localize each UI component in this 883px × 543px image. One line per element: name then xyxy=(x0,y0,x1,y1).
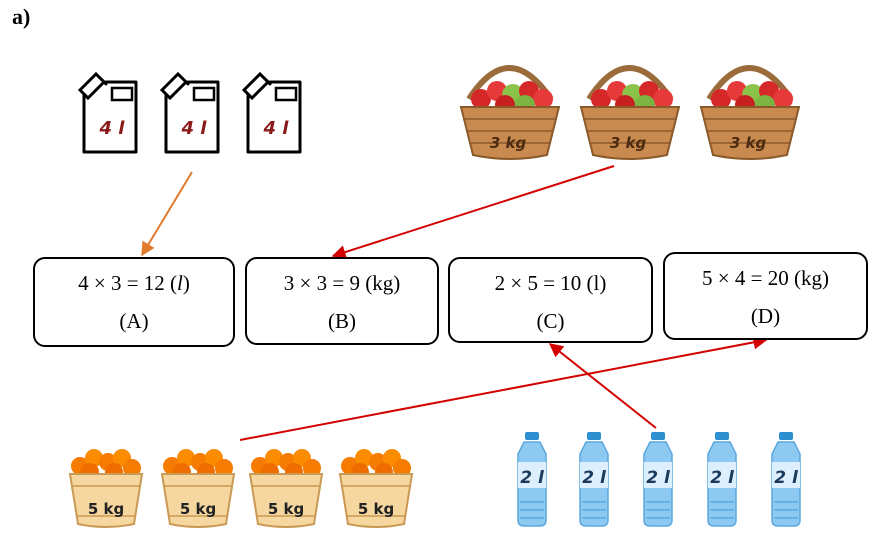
box-d-tag: (D) xyxy=(750,304,781,328)
arrow-jugs-to-a xyxy=(141,171,193,257)
box-c-expression: 2 × 5 = 10 (l) xyxy=(494,271,607,295)
jug-label: 4 l xyxy=(263,118,290,139)
bottle-label: 2 l xyxy=(646,468,671,488)
orange-basket-group: 5 kg 5 kg 5 kg 5 kg xyxy=(69,448,413,528)
box-b-tag: (B) xyxy=(328,309,356,333)
bottle-label: 2 l xyxy=(774,468,799,488)
arrow-oranges-to-d xyxy=(239,335,768,441)
arrow-bottles-to-c xyxy=(548,343,657,429)
box-a-expr-unit: l xyxy=(177,271,183,295)
jug-label: 4 l xyxy=(99,118,126,139)
box-d: 5 × 4 = 20 (kg) (D) xyxy=(663,252,868,340)
apple-basket-label: 3 kg xyxy=(730,134,767,152)
apple-basket-group: 3 kg 3 kg 3 kg xyxy=(461,68,799,159)
bottle-label: 2 l xyxy=(710,468,735,488)
jug-label: 4 l xyxy=(181,118,208,139)
apple-basket-label: 3 kg xyxy=(490,134,527,152)
orange-basket-label: 5 kg xyxy=(180,500,216,518)
orange-basket-label: 5 kg xyxy=(88,500,124,518)
jug-icon xyxy=(160,72,220,154)
box-a-tag: (A) xyxy=(119,309,149,333)
box-a-expression: 4 × 3 = 12 (l) xyxy=(35,271,233,296)
part-label: a) xyxy=(12,4,31,29)
box-a-expr-main: 4 × 3 = 12 ( xyxy=(78,271,178,295)
orange-basket-label: 5 kg xyxy=(268,500,304,518)
bottle-label: 2 l xyxy=(520,468,545,488)
jug-icon xyxy=(78,72,138,154)
box-b-expression: 3 × 3 = 9 (kg) xyxy=(283,271,401,295)
bottle-label: 2 l xyxy=(582,468,607,488)
box-b: 3 × 3 = 9 (kg) (B) xyxy=(245,257,439,345)
box-a-expr-close: ) xyxy=(182,271,190,295)
bottle-group: 2 l 2 l 2 l 2 l 2 l xyxy=(517,431,801,527)
arrow-apples-to-b xyxy=(331,165,615,259)
box-c: 2 × 5 = 10 (l) (C) xyxy=(448,257,653,343)
box-a: 4 × 3 = 12 (l) (A) xyxy=(33,257,235,347)
jug-group: 4 l 4 l 4 l xyxy=(78,72,302,154)
jug-icon xyxy=(242,72,302,154)
orange-basket-label: 5 kg xyxy=(358,500,394,518)
apple-basket-label: 3 kg xyxy=(610,134,647,152)
box-c-tag: (C) xyxy=(536,309,565,333)
box-d-expression: 5 × 4 = 20 (kg) xyxy=(702,266,829,290)
